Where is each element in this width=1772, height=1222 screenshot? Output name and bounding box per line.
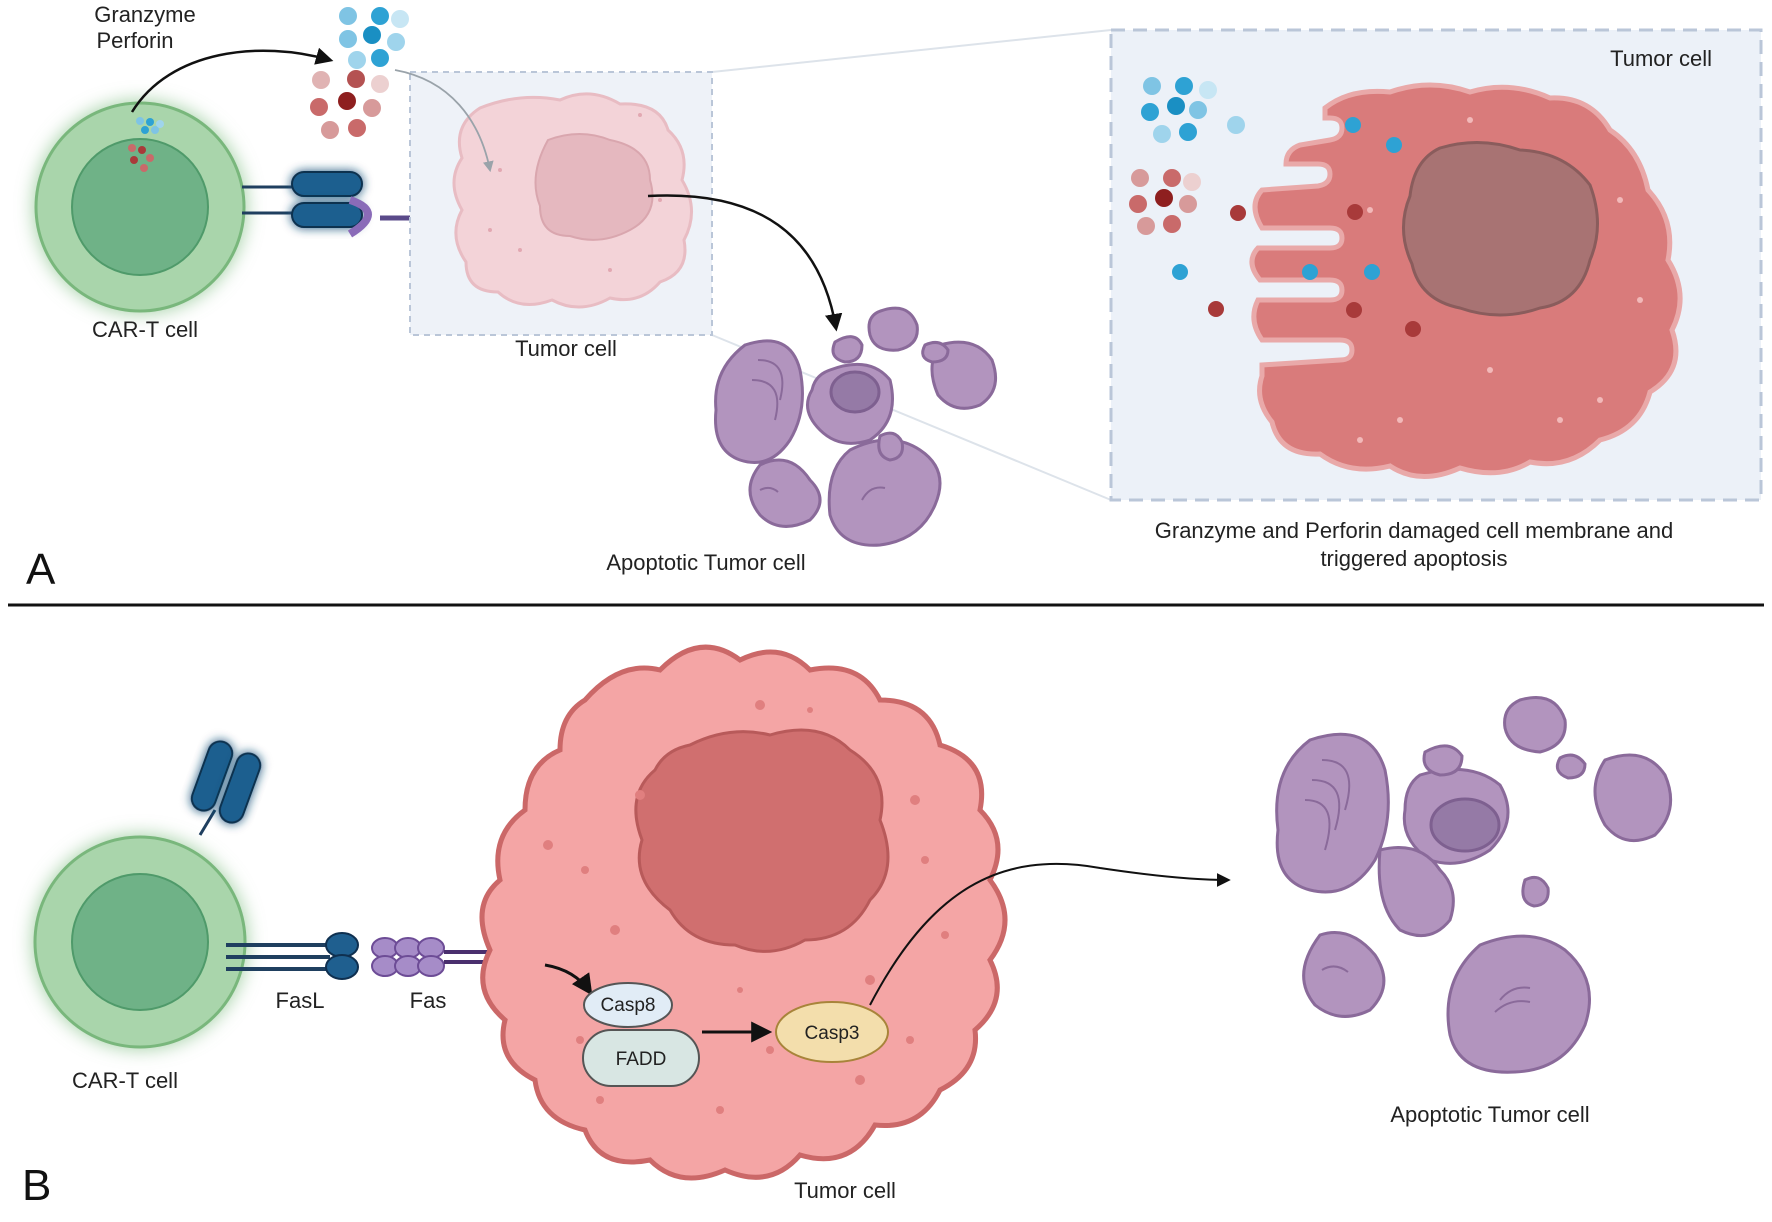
fadd-node: [582, 1029, 700, 1087]
casp3-node: [775, 1001, 889, 1063]
caption-line-1: Granzyme and Perforin damaged cell membr…: [1155, 518, 1674, 543]
panel-letter-a: A: [26, 545, 56, 594]
release-arrow: [130, 47, 334, 113]
granule-cluster-icon: [128, 117, 164, 172]
caption-line-2: triggered apoptosis: [1320, 546, 1507, 571]
car-t-cell-a: [34, 101, 246, 313]
inset-granules: [1129, 77, 1421, 337]
apoptotic-tumor-cell-a: [714, 306, 997, 547]
car-t-label-a: CAR-T cell: [92, 317, 198, 342]
tumor-cell-a: [452, 92, 694, 309]
panel-b: CAR-T cell FasL Fas Casp8 FADD Casp3 Tum…: [22, 644, 1673, 1210]
fasl-ligand-icon: [226, 932, 359, 980]
fasl-label: FasL: [276, 988, 325, 1013]
zoom-connector-top: [711, 29, 1112, 73]
perforin-label: Perforin: [96, 28, 173, 53]
apoptotic-tumor-label-b: Apoptotic Tumor cell: [1390, 1102, 1589, 1127]
tumor-cell-b: [479, 644, 1008, 1181]
inset-tumor-cell: [1249, 82, 1683, 479]
apoptosis-arrow-a: [647, 194, 843, 332]
tumor-cell-label-a: Tumor cell: [515, 336, 617, 361]
panel-a: Granzyme Perforin CAR-T cell Tumor cell …: [26, 2, 1763, 594]
granzyme-perforin-granules: [310, 7, 409, 139]
car-receptor-icon-b: [190, 740, 262, 836]
casp8-fadd-complex: [582, 982, 700, 1087]
granzyme-label: Granzyme: [94, 2, 195, 27]
fas-label: Fas: [410, 988, 447, 1013]
fadd-label: FADD: [616, 1049, 667, 1070]
panel-letter-b: B: [22, 1161, 51, 1210]
car-t-label-b: CAR-T cell: [72, 1068, 178, 1093]
inset-tumor-label: Tumor cell: [1610, 46, 1712, 71]
apoptotic-tumor-cell-b: [1275, 696, 1673, 1074]
tumor-cell-label-b: Tumor cell: [794, 1178, 896, 1203]
casp8-label: Casp8: [601, 995, 656, 1016]
fas-to-casp8-arrow: [544, 963, 593, 996]
apoptotic-tumor-label-a: Apoptotic Tumor cell: [606, 550, 805, 575]
casp8-node: [583, 982, 673, 1028]
casp3-label: Casp3: [805, 1023, 860, 1044]
apoptosis-arrow-b: [869, 862, 1231, 1006]
granule-entry-arrow: [394, 69, 494, 173]
car-t-cell-b: [33, 835, 247, 1049]
